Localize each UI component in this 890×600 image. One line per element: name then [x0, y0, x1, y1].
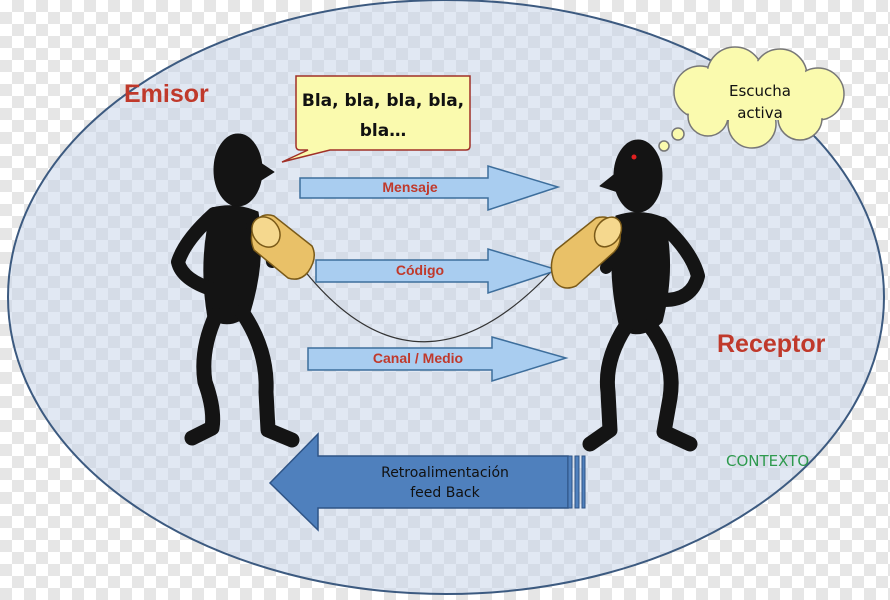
- can-string: [299, 261, 561, 343]
- arrow-channel: [307, 336, 569, 383]
- channel-arrow-label: Canal / Medio: [372, 350, 464, 366]
- code-arrow-label: Código: [395, 262, 445, 278]
- thought-cloud-fill: [675, 48, 843, 147]
- receiver-can: [550, 216, 623, 289]
- thought-text-line2: activa: [737, 104, 783, 122]
- receiver-figure: [582, 139, 705, 452]
- speech-text-line1: Bla, bla, bla, bla,: [301, 91, 465, 111]
- emitter-figure: [171, 133, 300, 448]
- thought-text-line1: Escucha: [729, 82, 791, 100]
- context-label: CONTEXTO: [726, 452, 810, 470]
- emitter-can: [250, 214, 315, 280]
- arrow-message: [299, 164, 561, 212]
- feedback-label-line2: feed Back: [410, 485, 480, 501]
- arrow-feedback: [268, 432, 586, 532]
- feedback-label-line1: Retroalimentación: [381, 465, 509, 481]
- message-arrow-label: Mensaje: [382, 179, 438, 195]
- speech-bubble: [281, 75, 471, 163]
- arrow-code: [315, 247, 561, 295]
- receiver-label: Receptor: [717, 330, 826, 358]
- emitter-label: Emisor: [124, 80, 209, 108]
- speech-text-line2: bla…: [359, 121, 407, 141]
